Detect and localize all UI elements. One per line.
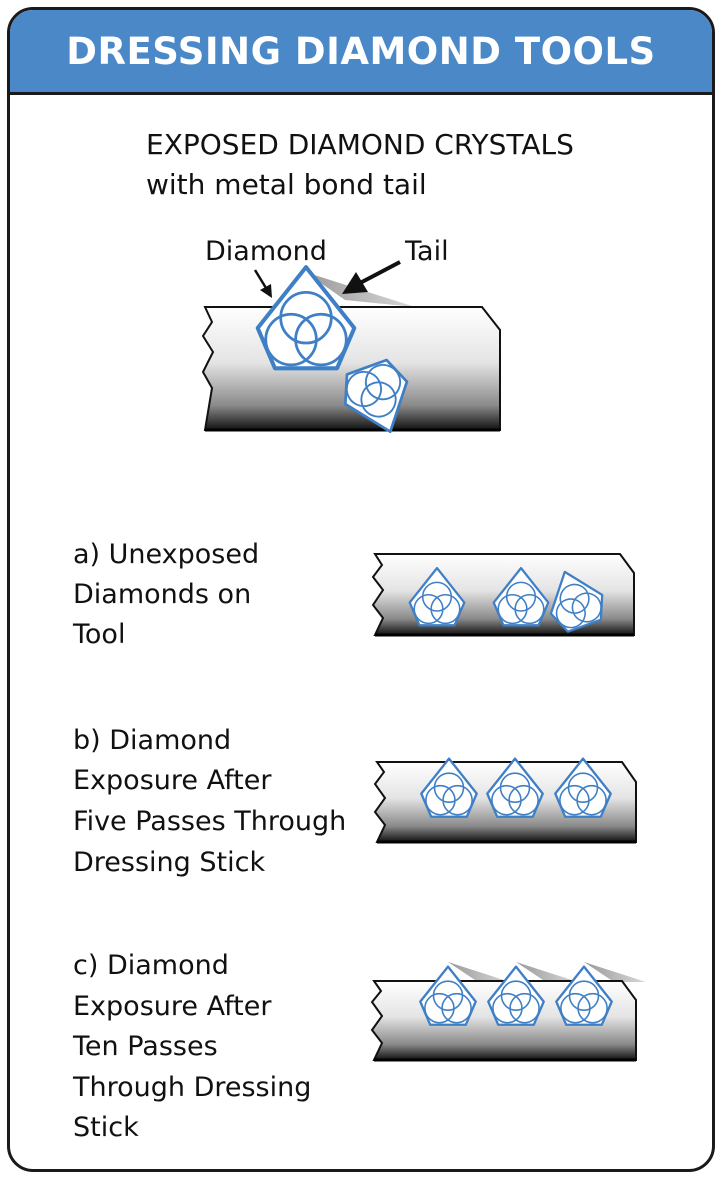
tail-callout-label: Tail: [404, 236, 449, 267]
step-b-line-1: b) Diamond: [73, 725, 232, 756]
step-a-line-2: Diamonds on: [73, 579, 252, 610]
step-a-line-1: a) Unexposed: [73, 539, 260, 570]
step-b-line-3: Five Passes Through: [73, 806, 347, 837]
diamond-crystal: [487, 965, 545, 1026]
tool-illustration-a: [371, 553, 635, 637]
step-b-line-4: Dressing Stick: [73, 847, 266, 878]
step-b-line-2: Exposure After: [73, 765, 272, 796]
diamond-callout-label: Diamond: [205, 236, 327, 267]
tool-illustration-c: [370, 962, 646, 1062]
step-c-line-5: Stick: [73, 1112, 139, 1143]
tool-illustration-b: [373, 757, 637, 844]
tail-arrow-icon: [342, 260, 401, 294]
metal-bond-tail: [516, 962, 578, 982]
intro-line-1: EXPOSED DIAMOND CRYSTALS: [146, 128, 574, 161]
diamond-crystal: [555, 965, 613, 1026]
page-title: DRESSING DIAMOND TOOLS: [66, 30, 656, 73]
step-a-line-3: Tool: [73, 619, 126, 650]
title-bar: DRESSING DIAMOND TOOLS: [10, 10, 712, 95]
diamond-crystal: [258, 267, 355, 368]
intro-line-2: with metal bond tail: [146, 168, 427, 201]
diamond-crystal: [419, 965, 477, 1026]
step-c-line-2: Exposure After: [73, 991, 272, 1022]
step-c-line-4: Through Dressing: [73, 1072, 312, 1103]
step-c-line-3: Ten Passes: [73, 1031, 218, 1062]
tool-illustration-main: Diamond Tail: [201, 236, 501, 445]
step-c-line-1: c) Diamond: [73, 950, 229, 981]
metal-bond-tail: [448, 962, 510, 982]
diamond-arrow-icon: [253, 269, 272, 298]
metal-bond-tail: [584, 962, 646, 982]
